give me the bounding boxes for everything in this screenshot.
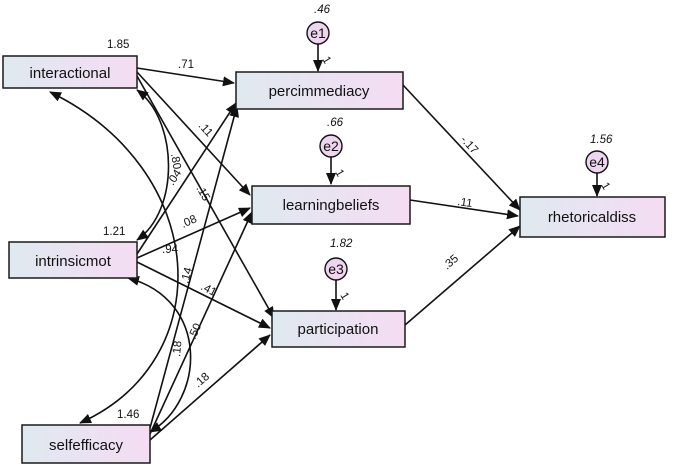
coef-selfefficacy-learningbeliefs: .50 <box>187 322 204 341</box>
node-selfefficacy: selfefficacy 1.46 <box>21 409 151 464</box>
error-e2-label: e2 <box>323 138 339 154</box>
path-selfefficacy-participation <box>149 334 271 441</box>
coef-selfefficacy-percimmediacy: .14 <box>179 266 195 285</box>
error-e4-weight: 1 <box>598 181 612 193</box>
error-e2-weight: 1 <box>332 168 346 180</box>
cov-interactional-intrinsicmot-value: .80 <box>168 152 183 170</box>
node-intrinsicmot: intrinsicmot 1.21 <box>8 226 138 279</box>
path-interactional-percimmediacy <box>136 67 235 87</box>
error-e1-variance: .46 <box>314 4 331 16</box>
node-intrinsicmot-variance: 1.21 <box>103 226 125 238</box>
coef-interactional-learningbeliefs: .11 <box>196 120 215 139</box>
error-e1: e1 .46 1 <box>306 4 333 72</box>
node-selfefficacy-label: selfefficacy <box>49 437 123 454</box>
node-selfefficacy-variance: 1.46 <box>117 409 139 421</box>
node-percimmediacy-label: percimmediacy <box>269 83 370 100</box>
error-e1-weight: 1 <box>319 55 333 67</box>
node-interactional-variance: 1.85 <box>107 39 129 51</box>
coef-percimmediacy-rhetoricaldiss: -.17 <box>458 134 480 157</box>
node-learningbeliefs: learningbeliefs <box>251 185 411 225</box>
cov-interactional-selfefficacy-value: .94 <box>162 244 179 256</box>
node-intrinsicmot-label: intrinsicmot <box>35 253 112 270</box>
path-selfefficacy-percimmediacy <box>149 105 239 429</box>
error-e4-variance: 1.56 <box>590 134 613 146</box>
cov-intrinsicmot-selfefficacy-value: .18 <box>171 340 184 357</box>
node-rhetoricaldiss: rhetoricaldiss <box>519 196 666 238</box>
node-percimmediacy: percimmediacy <box>235 71 404 110</box>
path-participation-rhetoricaldiss <box>404 225 521 326</box>
error-e3-weight: 1 <box>337 291 351 303</box>
coef-learningbeliefs-rhetoricaldiss: .11 <box>457 196 474 210</box>
node-participation: participation <box>271 310 406 348</box>
path-intrinsicmot-percimmediacy <box>136 102 237 255</box>
path-selfefficacy-learningbeliefs <box>149 211 253 435</box>
error-e2: e2 .66 1 <box>319 117 346 185</box>
coef-interactional-participation: .15 <box>193 184 211 204</box>
error-e3-label: e3 <box>328 261 344 277</box>
node-rhetoricaldiss-label: rhetoricaldiss <box>548 209 636 226</box>
error-e3: e3 1.82 1 <box>324 238 353 311</box>
error-e4: e4 1.56 1 <box>585 134 613 197</box>
path-intrinsicmot-learningbeliefs <box>136 207 251 259</box>
error-e3-variance: 1.82 <box>330 238 353 250</box>
node-interactional: interactional 1.85 <box>2 39 138 89</box>
node-learningbeliefs-label: learningbeliefs <box>283 197 380 214</box>
node-participation-label: participation <box>298 321 379 338</box>
error-e1-label: e1 <box>310 25 326 41</box>
error-e4-label: e4 <box>589 154 605 170</box>
path-percimmediacy-rhetoricaldiss <box>402 84 521 211</box>
path-interactional-participation <box>136 75 275 319</box>
coef-intrinsicmot-participation: .41 <box>199 281 219 299</box>
cov-intrinsicmot-selfefficacy <box>127 276 192 433</box>
cov-interactional-intrinsicmot <box>136 89 170 241</box>
error-e2-variance: .66 <box>327 117 344 129</box>
path-learningbeliefs-rhetoricaldiss <box>409 199 519 220</box>
path-intrinsicmot-participation <box>136 261 271 329</box>
coef-participation-rhetoricaldiss: .35 <box>441 253 461 273</box>
node-interactional-label: interactional <box>30 65 111 82</box>
coef-interactional-percimmediacy: .71 <box>178 59 194 71</box>
coef-intrinsicmot-learningbeliefs: .08 <box>179 213 198 230</box>
path-interactional-learningbeliefs <box>136 71 251 196</box>
